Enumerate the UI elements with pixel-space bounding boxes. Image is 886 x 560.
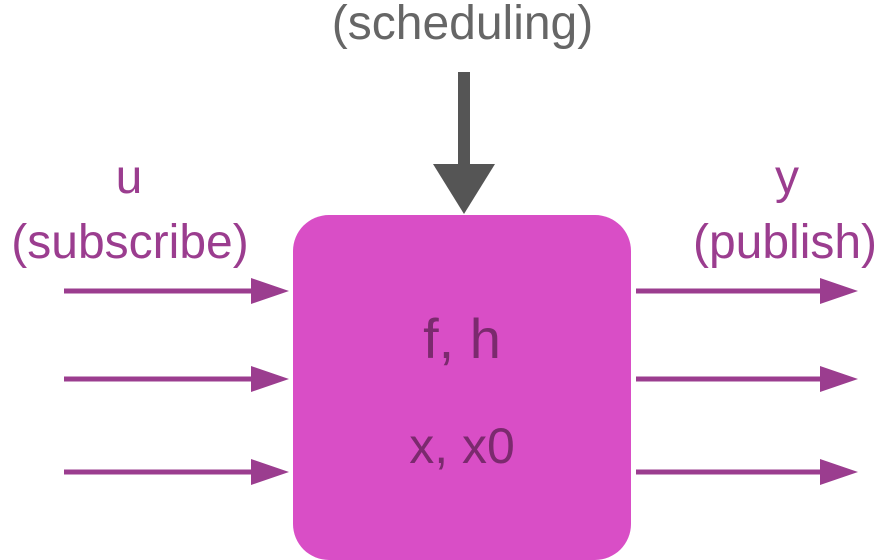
output-description-label: (publish) [692, 216, 878, 269]
block-state-text: x, x0 [409, 418, 515, 474]
block-functions-text: f, h [423, 307, 501, 370]
scheduling-arrow [433, 72, 495, 214]
output-symbol-label: y [775, 151, 799, 204]
output-arrow-3 [636, 459, 858, 485]
output-arrow-2 [636, 366, 858, 392]
input-arrow-3 [64, 459, 289, 485]
input-symbol-label: u [115, 151, 143, 204]
input-arrow-2 [64, 366, 289, 392]
system-block: f, h x, x0 [293, 215, 631, 560]
input-description-label: (subscribe) [11, 216, 249, 269]
output-arrow-1 [636, 278, 858, 304]
input-arrow-1 [64, 278, 289, 304]
scheduling-label: (scheduling) [331, 0, 594, 50]
